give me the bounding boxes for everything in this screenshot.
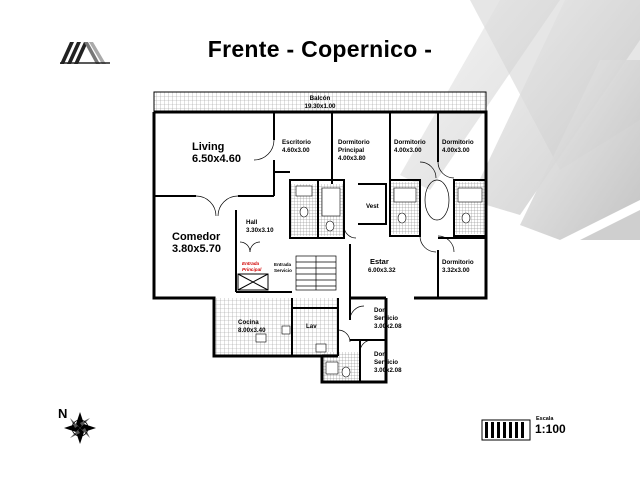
elevator (237, 273, 269, 291)
room-hall-label: Hall (246, 219, 258, 226)
fixtures (255, 185, 483, 378)
room-estar-label: Estar (370, 257, 389, 266)
room-dor-servicio-2-label: Dor (374, 351, 385, 358)
page-title: Frente - Copernico - (207, 36, 433, 62)
scale-bar-icon (481, 419, 531, 441)
room-cocina-label: Cocina (238, 319, 259, 326)
room-dorm-3-label: Dormitorio (442, 259, 474, 266)
room-lav-label: Lav (306, 323, 317, 330)
interior-walls (154, 112, 487, 382)
compass-north-label: N (58, 406, 67, 421)
room-dorm-3-dims: 3.32x3.00 (442, 267, 470, 274)
entrada-servicio-label: Entrada (274, 262, 292, 267)
room-living-label: Living (192, 141, 224, 153)
logo-icon (60, 42, 110, 64)
room-comedor-label: Comedor (172, 231, 221, 243)
entrada-servicio-label2: Servicio (274, 268, 292, 273)
scale-value: 1:100 (535, 422, 566, 436)
room-dorm-principal-label: Dormitorio (338, 139, 370, 146)
room-hall-dims: 3.30x3.10 (246, 227, 274, 234)
doors (195, 139, 455, 353)
room-escritorio-label: Escritorio (282, 139, 311, 146)
room-dor-servicio-1-label: Dor (374, 307, 385, 314)
entrada-principal-label: Entrada (242, 261, 260, 266)
room-dorm-principal-label2: Principal (338, 147, 364, 154)
room-escritorio-dims: 4.60x3.00 (282, 147, 310, 154)
room-vest-label: Vest (366, 203, 379, 210)
room-comedor-dims: 3.80x5.70 (172, 243, 221, 255)
room-dor-servicio-2-label2: Servicio (374, 359, 398, 366)
balcony-dims: 19.30x1.00 (305, 103, 337, 110)
balcony-label: Balcón (310, 95, 331, 102)
room-estar-dims: 6.00x3.32 (368, 267, 396, 274)
room-dor-servicio-1-label2: Servicio (374, 315, 398, 322)
staircase (295, 255, 337, 291)
room-living-dims: 6.50x4.60 (192, 153, 241, 165)
room-dor-servicio-2-dims: 3.00x2.08 (374, 367, 402, 374)
room-dorm-principal-dims: 4.00x3.80 (338, 155, 366, 162)
room-cocina-dims: 8.00x3.40 (238, 327, 266, 334)
entrada-principal-label2: Principal (242, 267, 262, 272)
compass-rose-icon (64, 412, 96, 444)
scale-label: Escala (536, 416, 554, 422)
room-dorm-1-label: Dormitorio (394, 139, 426, 146)
room-dor-servicio-1-dims: 3.00x2.08 (374, 323, 402, 330)
room-dorm-2-dims: 4.00x3.00 (442, 147, 470, 154)
room-dorm-1-dims: 4.00x3.00 (394, 147, 422, 154)
room-dorm-2-label: Dormitorio (442, 139, 474, 146)
